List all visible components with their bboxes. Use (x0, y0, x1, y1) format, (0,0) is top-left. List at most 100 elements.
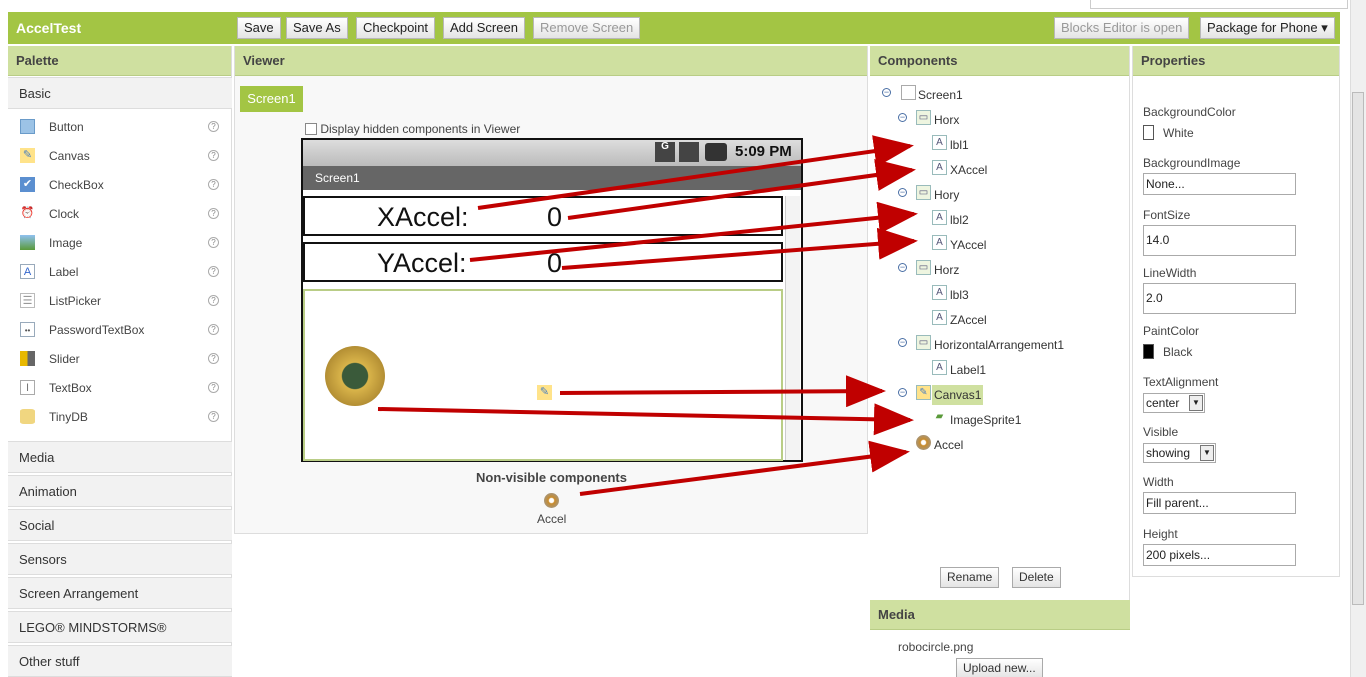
height-field[interactable]: 200 pixels... (1143, 544, 1296, 566)
palette-item-button[interactable]: Button ? (8, 113, 232, 142)
bgimage-field[interactable]: None... (1143, 173, 1296, 195)
save-as-button[interactable]: Save As (286, 17, 348, 39)
collapse-icon[interactable]: − (898, 387, 907, 397)
accelerometer-icon (544, 493, 559, 508)
label-icon: A (20, 264, 35, 279)
tree-horx[interactable]: Horx (934, 113, 960, 127)
palette-item-passwordtextbox[interactable]: •• PasswordTextBox ? (8, 316, 232, 345)
hory-arrangement[interactable]: YAccel: 0 (303, 242, 783, 282)
palette-item-slider[interactable]: Slider ? (8, 345, 232, 374)
nonvisible-accel-label: Accel (537, 512, 567, 526)
palette-item-clock[interactable]: ⏰ Clock ? (8, 200, 232, 229)
hidden-components-checkbox[interactable] (305, 123, 317, 135)
checkpoint-button[interactable]: Checkpoint (356, 17, 436, 39)
help-icon[interactable]: ? (208, 411, 219, 422)
media-file[interactable]: robocircle.png (898, 640, 974, 654)
blocks-editor-button[interactable]: Blocks Editor is open (1054, 17, 1190, 39)
image-icon (20, 235, 35, 250)
help-icon[interactable]: ? (208, 324, 219, 335)
lbl1-text: XAccel: (377, 202, 469, 232)
bgcolor-value[interactable]: White (1163, 126, 1194, 140)
help-icon[interactable]: ? (208, 266, 219, 277)
bgimage-label: BackgroundImage (1143, 156, 1241, 170)
signal-icon (679, 142, 699, 162)
horx-arrangement[interactable]: XAccel: 0 (303, 196, 783, 236)
palette-item-image[interactable]: Image ? (8, 229, 232, 258)
visible-select[interactable]: showing ▼ (1143, 443, 1216, 463)
screen-tab[interactable]: Screen1 (240, 86, 303, 112)
tree-imagesprite1[interactable]: ImageSprite1 (950, 413, 1022, 427)
phone-scrollbar[interactable] (785, 196, 800, 460)
add-screen-button[interactable]: Add Screen (443, 17, 525, 39)
help-icon[interactable]: ? (208, 208, 219, 219)
tree-screen1[interactable]: Screen1 (918, 88, 963, 102)
collapse-icon[interactable]: − (898, 262, 907, 272)
delete-button[interactable]: Delete (1012, 567, 1061, 588)
hidden-components-option[interactable]: Display hidden components in Viewer (305, 122, 520, 136)
tree-canvas1[interactable]: Canvas1 (932, 385, 984, 405)
palette-item-canvas[interactable]: ✎ Canvas ? (8, 142, 232, 171)
phone-status-bar: G 5:09 PM (303, 140, 801, 166)
fontsize-field[interactable]: 14.0 (1143, 225, 1296, 256)
palette-item-tinydb[interactable]: TinyDB ? (8, 403, 232, 432)
help-icon[interactable]: ? (208, 121, 219, 132)
components-title: Components (870, 46, 1129, 76)
palette-item-textbox[interactable]: I TextBox ? (8, 374, 232, 403)
category-social[interactable]: Social (8, 509, 232, 541)
canvas-preview[interactable]: ✎ (303, 289, 783, 461)
palette-item-checkbox[interactable]: ✔ CheckBox ? (8, 171, 232, 200)
height-label: Height (1143, 527, 1178, 541)
media-panel: Media robocircle.png Upload new... (870, 600, 1130, 677)
help-icon[interactable]: ? (208, 382, 219, 393)
arrow-xaccel (567, 159, 916, 220)
help-icon[interactable]: ? (208, 353, 219, 364)
tree-xaccel[interactable]: XAccel (950, 163, 988, 177)
tree-label1[interactable]: Label1 (950, 363, 987, 377)
help-icon[interactable]: ? (208, 179, 219, 190)
arrow-accel (579, 440, 910, 496)
help-icon[interactable]: ? (208, 237, 219, 248)
media-title: Media (870, 600, 1130, 630)
rename-button[interactable]: Rename (940, 567, 1000, 588)
linewidth-field[interactable]: 2.0 (1143, 283, 1296, 314)
save-button[interactable]: Save (237, 17, 281, 39)
tree-horz[interactable]: Horz (934, 263, 960, 277)
width-label: Width (1143, 475, 1174, 489)
tree-lbl1[interactable]: lbl1 (950, 138, 969, 152)
page-scrollbar-thumb[interactable] (1352, 92, 1364, 605)
help-icon[interactable]: ? (208, 295, 219, 306)
collapse-icon[interactable]: − (898, 112, 907, 122)
category-animation[interactable]: Animation (8, 475, 232, 507)
upload-new-button[interactable]: Upload new... (956, 658, 1043, 677)
collapse-icon[interactable]: − (898, 337, 907, 347)
category-screen-arrangement[interactable]: Screen Arrangement (8, 577, 232, 609)
tree-zaccel[interactable]: ZAccel (950, 313, 987, 327)
textalign-select[interactable]: center ▼ (1143, 393, 1205, 413)
width-field[interactable]: Fill parent... (1143, 492, 1296, 514)
category-lego-mindstorms[interactable]: LEGO® MINDSTORMS® (8, 611, 232, 643)
checkbox-icon: ✔ (20, 177, 35, 192)
properties-title: Properties (1133, 46, 1339, 76)
category-basic[interactable]: Basic (8, 77, 232, 109)
image-sprite-icon: ▰ (932, 410, 947, 425)
tree-lbl2[interactable]: lbl2 (950, 213, 969, 227)
tree-yaccel[interactable]: YAccel (950, 238, 987, 252)
tree-accel[interactable]: Accel (934, 438, 964, 452)
tree-lbl3[interactable]: lbl3 (950, 288, 969, 302)
help-icon[interactable]: ? (208, 150, 219, 161)
robot-sprite-image[interactable] (325, 346, 385, 406)
tree-hory[interactable]: Hory (934, 188, 960, 202)
package-for-phone-button[interactable]: Package for Phone ▾ (1200, 17, 1335, 39)
palette-item-listpicker[interactable]: ☰ ListPicker ? (8, 287, 232, 316)
top-strip (0, 0, 1366, 12)
paintcolor-label: PaintColor (1143, 324, 1200, 338)
collapse-icon[interactable]: − (882, 87, 891, 97)
tree-horizontalarrangement1[interactable]: HorizontalArrangement1 (934, 338, 1065, 352)
category-sensors[interactable]: Sensors (8, 543, 232, 575)
paintcolor-value[interactable]: Black (1163, 345, 1193, 359)
palette-item-label[interactable]: A Label ? (8, 258, 232, 287)
paintcolor-swatch[interactable] (1143, 344, 1154, 359)
category-media[interactable]: Media (8, 441, 232, 473)
remove-screen-button[interactable]: Remove Screen (533, 17, 641, 39)
bgcolor-swatch[interactable] (1143, 125, 1154, 140)
